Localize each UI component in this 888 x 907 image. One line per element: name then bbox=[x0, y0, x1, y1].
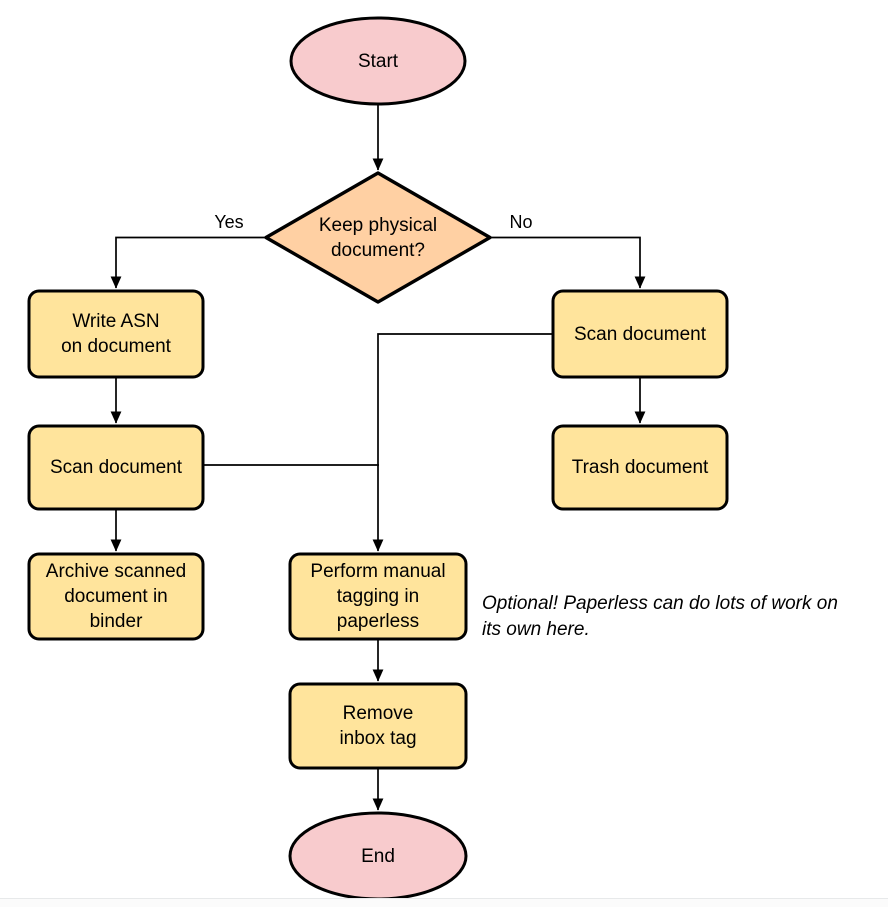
edge-scan-right-to-tagging bbox=[372, 333, 552, 552]
node-decision-shape bbox=[264, 171, 492, 304]
node-archive-shape bbox=[27, 552, 205, 641]
edge-label-no: No bbox=[509, 212, 533, 232]
edge-label-yes: Yes bbox=[214, 212, 244, 232]
node-tagging-shape bbox=[288, 552, 468, 641]
node-scan-left-shape bbox=[27, 424, 205, 511]
node-scan-right-shape bbox=[551, 289, 729, 379]
page-bottom-border bbox=[0, 898, 888, 907]
node-end-shape bbox=[288, 811, 468, 901]
edge-decision-no-to-scan-right bbox=[490, 236, 646, 289]
node-write-asn-shape bbox=[27, 289, 205, 379]
edge-decision-yes-to-write-asn bbox=[110, 236, 266, 289]
optional-note-text: Optional! Paperless can do lots of work … bbox=[482, 593, 838, 640]
node-trash-shape bbox=[551, 424, 729, 511]
node-remove-inbox-shape bbox=[288, 682, 468, 770]
node-start-shape bbox=[289, 16, 467, 106]
